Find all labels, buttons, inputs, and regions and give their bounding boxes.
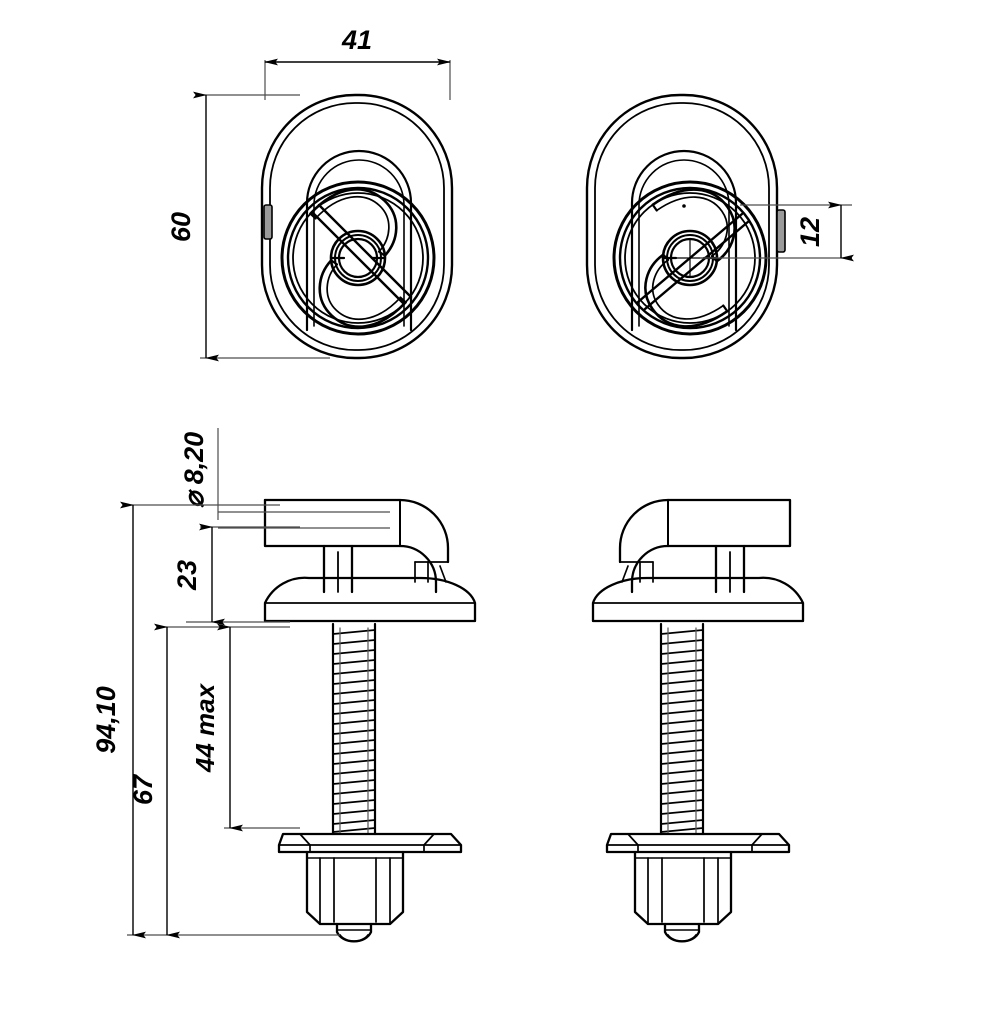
inner-arch-body-wall-right: [638, 159, 730, 327]
knob-wings: [309, 188, 407, 328]
dimension-44-max-label: 44 max: [190, 682, 220, 773]
side-view-right: [591, 498, 805, 943]
top-view-right: [585, 93, 786, 360]
anchor-flange-chamfer-left: [299, 833, 311, 853]
knob-outer-ring: [280, 180, 436, 336]
side-lug-right: [776, 209, 786, 253]
outer-oval-inner-wall-right: [594, 102, 770, 351]
dimension-60-label: 60: [166, 212, 196, 242]
dimension-41: 41: [264, 25, 451, 100]
dimension-67-label: 67: [128, 773, 158, 805]
anchor-tip-round-right: [667, 934, 697, 943]
anchor-flange-chamfer-left-right: [627, 833, 639, 853]
centre-dot-right: [682, 204, 686, 208]
cap-dome-right: [591, 576, 805, 623]
dimension-12: 12: [700, 201, 854, 262]
anchor-tip-round: [339, 934, 369, 943]
knob-rim: [292, 192, 424, 324]
dimension-12-label: 12: [795, 217, 825, 247]
dimension-60: 60: [166, 91, 330, 362]
side-view-left: [263, 498, 477, 943]
anchor-body: [305, 850, 405, 926]
inner-arch-body-right: [630, 149, 738, 332]
hinge-elbow-right: [618, 498, 670, 564]
side-lug: [263, 204, 273, 240]
inner-arch-body-wall: [313, 159, 405, 327]
cap-ribs: [414, 561, 449, 583]
hinge-barrel-top: [263, 498, 450, 564]
threaded-shaft: [331, 622, 377, 836]
cap-dome: [263, 576, 477, 623]
dimension-23-label: 23: [172, 560, 202, 591]
anchor-flange-chamfer-right-right: [751, 833, 763, 853]
dimension-23: 23: [172, 523, 300, 626]
outer-oval-outline: [260, 93, 454, 360]
hinge-barrel-left: [263, 498, 402, 548]
dimension-44-max: 44 max: [190, 623, 300, 832]
dimension-94-10-label: 94,10: [91, 686, 121, 754]
threaded-shaft-right: [659, 622, 705, 836]
anchor-body-right: [633, 850, 733, 926]
anchor-flange-chamfer-right: [423, 833, 435, 853]
inner-arch-body: [305, 149, 413, 332]
cap-ribs-right: [619, 561, 654, 583]
dimension-41-label: 41: [341, 25, 372, 55]
knob-wing-chords: [310, 203, 413, 306]
top-view-left: [260, 93, 454, 360]
dimension-diameter-8-20-label: ⌀ 8,20: [179, 432, 209, 508]
